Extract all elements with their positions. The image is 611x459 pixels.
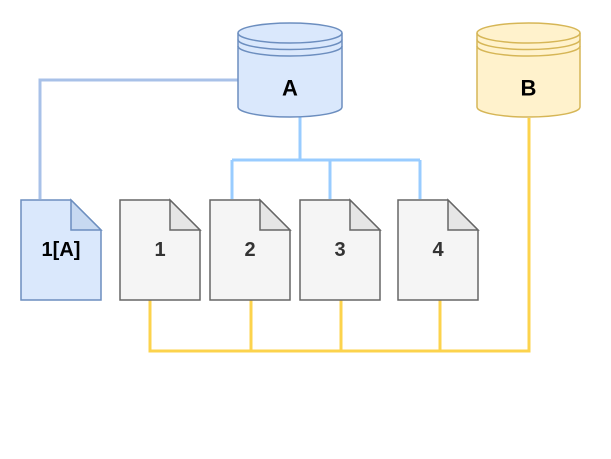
database-a-rings: [237, 32, 343, 57]
database-b-rings: [476, 32, 581, 57]
doc-3-label: 3: [334, 239, 345, 261]
doc-4-fold-corner: [447, 198, 480, 231]
doc-1: 1: [119, 198, 202, 301]
doc-2: 2: [209, 198, 292, 301]
doc-1a-label: 1[A]: [42, 239, 81, 261]
database-b-label: B: [521, 76, 537, 101]
doc-1-label: 1: [154, 239, 165, 261]
doc-1a-fold-corner: [70, 198, 103, 231]
doc-1-fold-corner: [169, 198, 202, 231]
doc-2-fold-corner: [259, 198, 292, 231]
doc-4: 4: [397, 198, 480, 301]
doc-1a: 1[A]: [20, 198, 103, 301]
connector-database-a-to-docs-2-3-4: [230, 116, 422, 199]
database-b-body: [476, 22, 581, 118]
database-a-label: A: [282, 76, 298, 101]
database-a-body: [237, 22, 343, 118]
doc-2-label: 2: [244, 239, 255, 261]
connector-database-b-to-docs-1-2-3-4: [148, 118, 531, 353]
database-a: A: [237, 22, 343, 118]
doc-3: 3: [299, 198, 382, 301]
doc-3-fold-corner: [349, 198, 382, 231]
connector-database-a-to-doc-1a: [38, 78, 239, 199]
database-b: B: [476, 22, 581, 118]
doc-4-label: 4: [432, 239, 444, 261]
